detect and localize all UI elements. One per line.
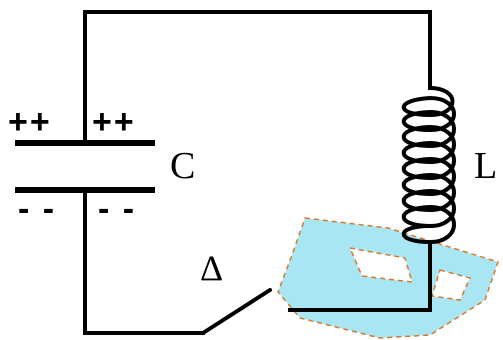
switch-label: Δ <box>200 248 223 288</box>
capacitor-label: C <box>170 145 195 187</box>
inductor-coil <box>401 86 456 262</box>
watermark-logo <box>277 217 499 339</box>
top-plate-charge-left: ++ <box>8 103 52 141</box>
right-bottom-wire <box>288 260 432 312</box>
inductor-label: L <box>474 145 497 187</box>
switch-blade <box>201 288 272 335</box>
top-wire <box>83 10 432 145</box>
bottom-plate-charge-left: - - <box>18 190 56 228</box>
top-plate-charge-right: ++ <box>92 103 136 141</box>
bottom-plate-charge-right: - - <box>98 190 136 228</box>
left-bottom-wire <box>83 188 205 335</box>
circuit-wires <box>83 10 432 335</box>
